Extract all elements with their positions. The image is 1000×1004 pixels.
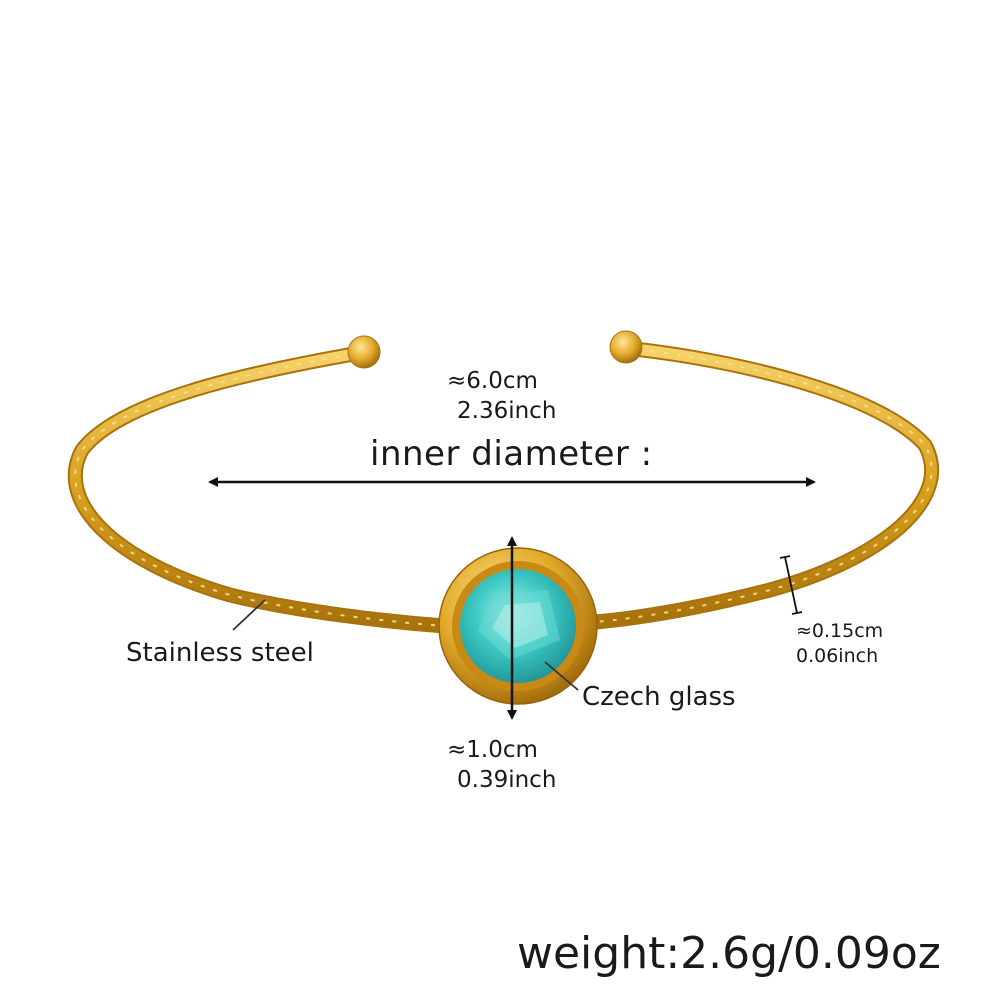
bangle-band xyxy=(67,340,939,634)
bangle-end-ball-left xyxy=(347,335,381,369)
stone-leader-line xyxy=(544,661,579,691)
stone-setting xyxy=(438,547,598,705)
band-thickness-bracket xyxy=(779,555,803,615)
bangle-end-ball-right xyxy=(609,330,643,364)
material-leader-line xyxy=(232,599,266,631)
stone-size-cm-label: ≈1.0cm xyxy=(447,737,538,763)
band-thickness-inch-label: 0.06inch xyxy=(796,645,879,667)
material-label: Stainless steel xyxy=(126,638,314,668)
inner-diameter-title: inner diameter : xyxy=(370,434,653,474)
band-thickness-cm-label: ≈0.15cm xyxy=(796,620,884,642)
weight-label: weight:2.6g/0.09oz xyxy=(517,928,941,979)
stone-material-label: Czech glass xyxy=(582,682,736,712)
inner-diameter-cm-label: ≈6.0cm xyxy=(447,368,538,394)
stone-size-inch-label: 0.39inch xyxy=(457,767,557,793)
inner-diameter-inch-label: 2.36inch xyxy=(457,398,557,424)
